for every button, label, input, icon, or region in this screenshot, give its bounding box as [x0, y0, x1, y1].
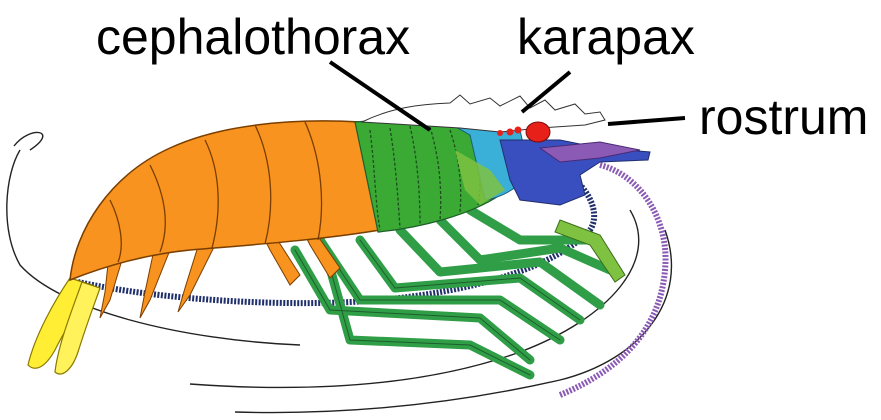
antenna-purple: [560, 165, 666, 395]
label-rostrum: rostrum: [699, 92, 868, 142]
leader-rostrum: [608, 118, 685, 124]
label-karapax: karapax: [517, 12, 695, 62]
tail-fan: [28, 278, 100, 374]
label-cephalothorax: cephalothorax: [96, 12, 410, 62]
